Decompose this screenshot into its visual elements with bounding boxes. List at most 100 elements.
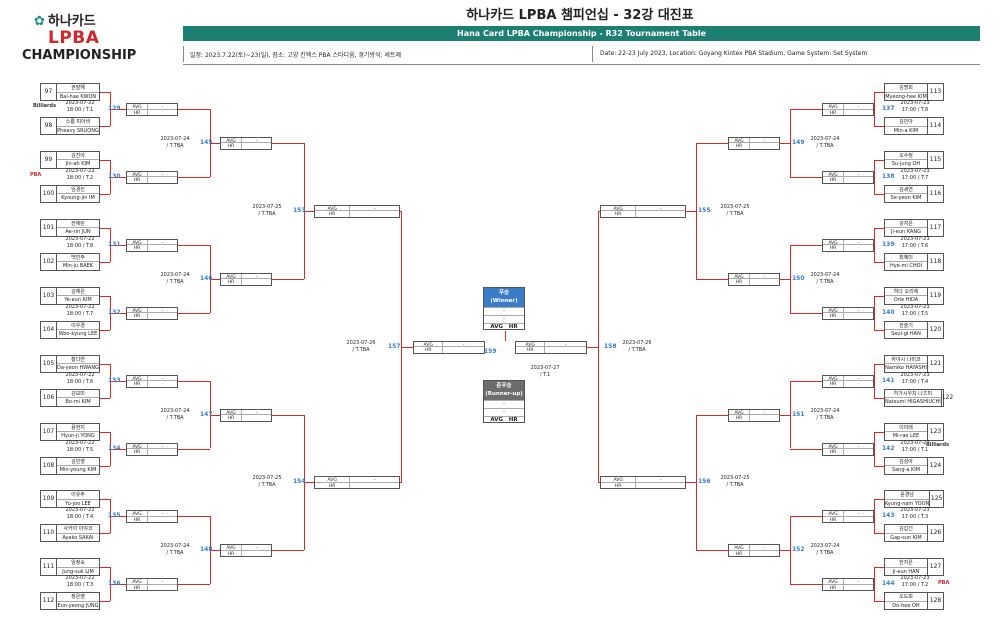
final-date: 2023-07-27 [530,364,560,371]
match-number: 148 [200,546,213,554]
bracket-line [505,331,506,341]
match-number: 138 [882,172,895,180]
hr-row: HR [127,245,177,251]
bracket-line [696,142,697,279]
r32-score-box: AVG-HR [822,578,874,592]
billiards-logo: Billiards [926,442,950,448]
hr-row: HR [823,516,873,523]
bracket-line [178,109,210,110]
player-name-ko: 전애린 [57,220,99,229]
runner-up-box: 준우승 (Runner-up) - - AVG HR [483,380,525,423]
hr-row: HR [601,482,685,489]
r16-date-slot: / T.TBA [816,142,834,149]
avg-label: AVG [823,307,844,314]
r32-score-box: AVG-HR [822,374,874,388]
avg-label: AVG [127,307,148,314]
player-name-en: Jin-ah KIM [65,161,91,168]
bracket-line [100,193,110,195]
bracket-line [272,550,304,552]
avg-label: AVG [601,205,637,212]
avg-row: AVG- [729,137,779,144]
r32-date-date: 2023-07-23 [900,575,930,582]
bracket-line [272,142,304,144]
avg-value: - [857,580,860,586]
bracket-line [100,92,110,93]
avg-value: - [857,240,860,246]
r32-date-date: 2023-07-22 [65,303,95,310]
bracket-line [304,210,314,212]
avg-label: AVG [516,341,546,348]
player-name-ko: 김상아 [885,458,927,466]
hr-label: HR [823,516,844,523]
r32-date-date: 2023-07-22 [65,575,95,582]
hr-label: HR [823,584,844,591]
winner-name-en: - [484,315,524,323]
avg-row: AVG- [127,579,177,585]
player-name-ko: 용현지 [57,424,99,432]
r32-score-box: AVG-HR [822,442,874,456]
avg-value: - [161,444,164,450]
player-name-ko: 김진아 [57,152,99,161]
player-seed: 108 [41,457,57,474]
player-seed: 116 [927,185,943,202]
avg-value: - [161,580,164,586]
hr-row: HR [823,109,873,116]
runner-up-name: - [484,400,524,408]
avg-row: AVG- [601,205,685,212]
bracket-line [874,601,884,603]
winner-name: - [484,307,524,315]
player-seed: 123 [927,423,943,440]
r32-date-date: 2023-07-22 [65,371,95,378]
bracket-line [100,499,110,501]
avg-value: - [255,274,258,280]
avg-label: AVG [127,511,148,517]
avg-row: AVG- [729,409,779,416]
logo-hana-text: 하나카드 [47,14,96,29]
bracket-line [110,516,126,518]
r32-date-slot: 18:00 / T.1 [66,107,94,113]
player-name-ko: 사카이 아야코 [57,525,99,534]
match-number: 159 [484,347,497,355]
r32-score-box: AVG-HR [126,442,178,456]
hr-label: HR [315,482,351,489]
r16-date-date: 2023-07-24 [160,543,190,550]
avg-value: - [255,138,258,144]
title-banner: Hana Card LPBA Championship - R32 Tourna… [183,26,980,41]
